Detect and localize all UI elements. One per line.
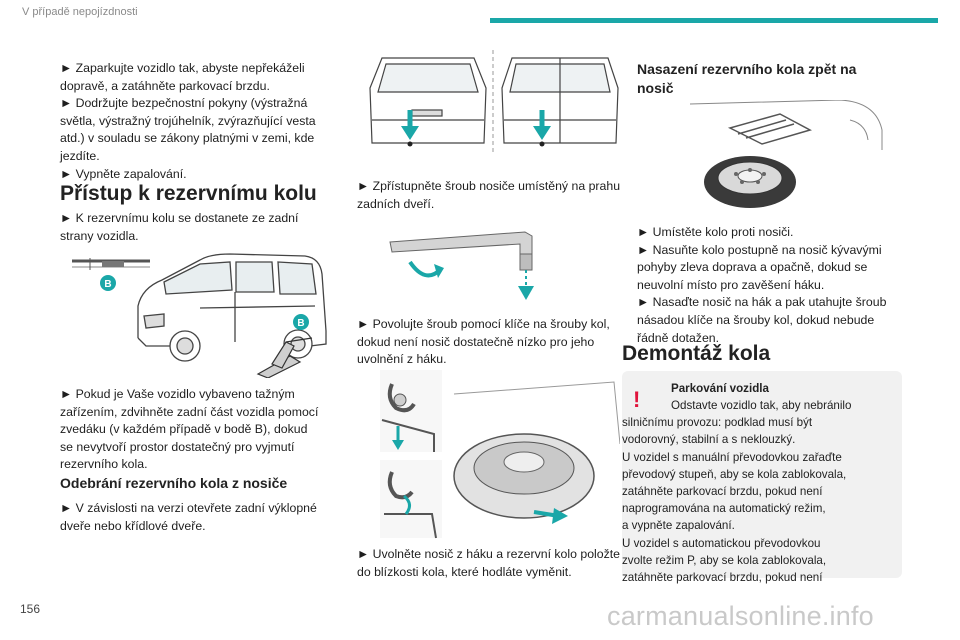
arrow-down-icon xyxy=(533,110,551,140)
release-paragraph: ► Uvolněte nosič z háku a rezervní kolo … xyxy=(357,546,623,581)
hook-detail-bottom xyxy=(380,460,442,539)
label-b-van: B xyxy=(297,318,304,329)
mount-wheel-illustration xyxy=(689,99,883,208)
carrier-frame xyxy=(727,113,812,145)
text-line: ► Povolujte šroub pomocí klíče na šrouby… xyxy=(357,317,610,331)
mount-paragraph: ► Umístěte kolo proti nosiči. ► Nasuňte … xyxy=(637,224,903,347)
title-line: nosič xyxy=(637,80,674,96)
text-line: ► Zaparkujte vozidlo tak, abyste nepřeká… xyxy=(60,61,305,75)
warning-line: převodový stupeň, aby se kola zablokoval… xyxy=(622,467,847,481)
jack-drawing xyxy=(256,337,313,379)
text-line: dokud není nosič dostatečně nízko pro je… xyxy=(357,334,595,349)
access-paragraph: ► K rezervnímu kolu se dostanete ze zadn… xyxy=(60,210,328,245)
warning-line: vodorovný, stabilní a s neklouzký. xyxy=(622,433,796,447)
section-title-wheel-removal: Demontáž kola xyxy=(622,342,771,365)
warning-line: U vozidel s automatickou převodovkou xyxy=(622,536,821,550)
label-b-inset: B xyxy=(104,279,111,290)
warning-exclamation-icon: ! xyxy=(633,387,641,412)
text-line: zařízením, zdvihněte zadní část vozidla … xyxy=(60,404,319,419)
warning-line: U vozidel s manuální převodovkou zařaďte xyxy=(622,450,842,464)
warning-line: a vypněte zapalování. xyxy=(622,519,735,533)
figure-mount-wheel xyxy=(689,99,890,212)
text-line: ► Umístěte kolo proti nosiči. xyxy=(637,225,794,239)
text-line: ► Nasaďte nosič na hák a pak utahujte šr… xyxy=(637,295,887,310)
page-number: 156 xyxy=(20,602,41,616)
text-line: ► Nasuňte kolo postupně na nosič kývavým… xyxy=(637,242,882,257)
release-carrier-illustration xyxy=(380,370,621,539)
text-line: řádně dotažen. xyxy=(637,330,720,345)
figure-release-carrier xyxy=(374,364,621,540)
arrow-down-icon xyxy=(401,110,419,140)
open-door-paragraph: ► V závislosti na verzi otevřete zadní v… xyxy=(60,500,328,535)
text-line: do blízkosti kola, které hodláte vyměnit… xyxy=(357,564,572,579)
header-section-title: V případě nepojízdnosti xyxy=(22,6,138,18)
van-drawing xyxy=(137,253,327,362)
figure-rear-doors xyxy=(362,48,622,153)
warning-title: Parkování vozidla xyxy=(671,382,769,395)
text-line: ► V závislosti na verzi otevřete zadní v… xyxy=(60,501,317,515)
subsection-title-refit: Nasazení rezervního kola zpět na nosič xyxy=(637,60,903,98)
van-jack-illustration: B B xyxy=(72,253,327,379)
text-line: atd.) v souladu se zákony platnými v zem… xyxy=(60,131,315,146)
warning-line: zatáhněte parkovací brzdu, pokud není xyxy=(622,485,823,499)
text-line: ► Dodržujte bezpečnostní pokyny (výstraž… xyxy=(60,96,308,111)
text-line: dveře nebo křídlové dveře. xyxy=(60,518,206,533)
text-line: se nevytvoří prostor dostatečný pro vyjm… xyxy=(60,439,295,454)
text-line: zadních dveří. xyxy=(357,196,435,211)
arrow-down-icon xyxy=(518,286,534,300)
warning-line: zvolte režim P, aby se kola zablokovala, xyxy=(622,553,827,567)
text-line: neuvolní místo pro zavěšení háku. xyxy=(637,277,825,292)
column-1: ► Zaparkujte vozidlo tak, abyste nepřeká… xyxy=(60,60,328,183)
loosen-paragraph: ► Povolujte šroub pomocí klíče na šrouby… xyxy=(357,316,623,369)
jack-point-detail: B xyxy=(72,258,150,291)
header-accent-bar xyxy=(490,18,938,23)
jack-paragraph: ► Pokud je Vaše vozidlo vybaveno tažným … xyxy=(60,386,328,474)
figure-wheel-wrench xyxy=(380,222,580,307)
text-line: násadou klíče na šrouby kol, dokud nebud… xyxy=(637,312,875,327)
hook-detail-top xyxy=(380,370,442,452)
subsection-title-remove: Odebrání rezervního kola z nosiče xyxy=(60,475,288,491)
warning-text: Parkování vozidla xyxy=(622,380,894,397)
warning-line: Odstavte vozidlo tak, aby nebránilo xyxy=(671,399,852,412)
title-line: Nasazení rezervního kola zpět na xyxy=(637,61,857,77)
tailgate-van-outline xyxy=(369,57,487,144)
text-line: ► Pokud je Vaše vozidlo vybaveno tažným xyxy=(60,387,295,401)
watermark: carmanualsonline.info xyxy=(607,601,874,631)
wheel-wrench-illustration xyxy=(389,231,534,300)
warning-line: naprogramována na automatický režim, xyxy=(622,502,826,516)
text-line: rezervního kola. xyxy=(60,457,148,472)
barn-door-van-outline xyxy=(501,57,619,144)
warning-line: silničnímu provozu: podklad musí být xyxy=(622,416,813,430)
section-title-spare-access: Přístup k rezervnímu kolu xyxy=(60,182,317,205)
text-line: uvolnění z háku. xyxy=(357,352,447,367)
text-line: jezdíte. xyxy=(60,148,100,163)
rear-doors-illustration xyxy=(369,50,619,153)
text-line: dopravě, a zatáhněte parkovací brzdu. xyxy=(60,78,270,93)
text-line: zvedáku (v každém případě v bodě B), dok… xyxy=(60,422,308,437)
underbody-wheel xyxy=(453,381,621,524)
warning-lines: Odstavte vozidlo tak, aby nebránilo siln… xyxy=(622,397,902,586)
figure-van-jack: B B xyxy=(60,246,335,379)
text-line: ► Vypněte zapalování. xyxy=(60,166,187,181)
text-line: ► K rezervnímu kolu se dostanete ze zadn… xyxy=(60,211,299,225)
text-line: ► Uvolněte nosič z háku a rezervní kolo … xyxy=(357,547,621,561)
text-line: světla, výstražný trojúhelník, zvýrazňuj… xyxy=(60,113,316,128)
text-line: ► Zpřístupněte šroub nosiče umístěný na … xyxy=(357,179,621,193)
warning-line: zatáhněte parkovací brzdu, pokud není xyxy=(622,571,823,585)
warning-box: ! Parkování vozidla xyxy=(622,371,902,578)
text-line: pohyby zleva doprava a opačně, dokud se xyxy=(637,260,868,275)
screw-paragraph: ► Zpřístupněte šroub nosiče umístěný na … xyxy=(357,178,623,213)
wrench-drawing xyxy=(389,231,533,255)
text-line: strany vozidla. xyxy=(60,228,139,243)
